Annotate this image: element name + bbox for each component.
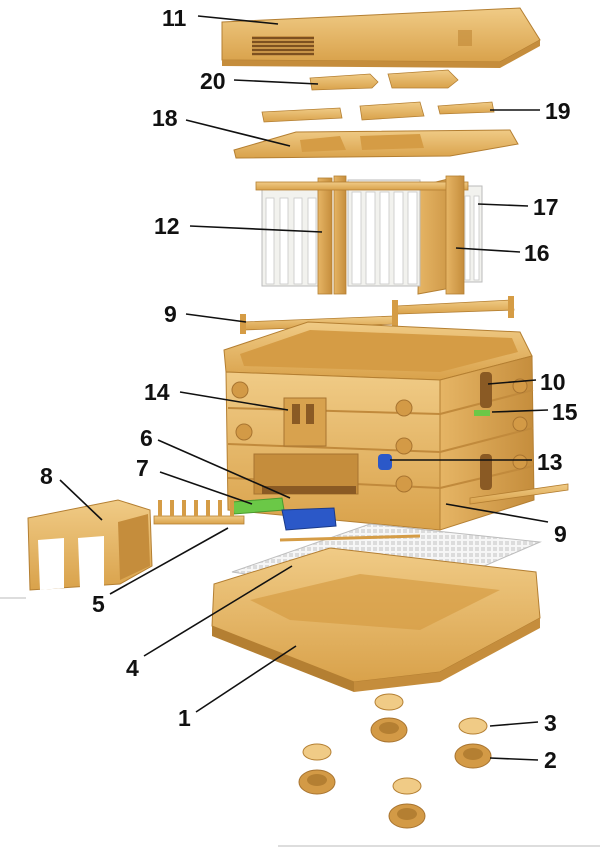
callout-12: 12 [154,213,180,239]
callout-8: 8 [40,463,53,489]
entrance-comb [153,500,245,525]
hive-base [211,547,541,692]
feet [298,693,492,829]
callout-3: 3 [544,710,557,736]
callout-4: 4 [126,655,139,681]
callout-2: 2 [544,747,557,773]
frame-rail-lower [469,483,569,505]
inner-cover [233,129,519,159]
feeder-pieces [261,101,495,123]
white-frames [261,179,483,287]
callout-19: 19 [545,98,571,124]
callout-7: 7 [136,455,149,481]
foot-2 [454,717,492,769]
foot-3 [298,743,336,795]
entrance-reducer-blue [281,507,337,531]
callout-5: 5 [92,591,105,617]
callout-9-upper: 9 [164,301,177,327]
foot-1 [370,693,408,743]
callout-9-lower: 9 [554,521,567,547]
callout-13: 13 [537,449,563,475]
roof-spacers [309,69,459,91]
entrance-cover [27,499,153,591]
leader-lines [59,15,549,761]
callout-11: 11 [162,5,187,31]
callout-20: 20 [200,68,226,94]
callout-1: 1 [178,705,191,731]
callout-17: 17 [533,194,559,220]
callout-18: 18 [152,105,178,131]
foot-4 [388,777,426,829]
callout-labels: 11 20 19 18 17 12 16 9 10 14 15 6 13 8 7… [40,5,578,773]
callout-14: 14 [144,379,170,405]
callout-16: 16 [524,240,550,266]
callout-15: 15 [552,399,578,425]
hive-body [223,321,535,531]
callout-6: 6 [140,425,153,451]
callout-10: 10 [540,369,566,395]
roof [221,7,541,68]
roof-vent [252,36,314,56]
frames-assembly [255,175,483,295]
